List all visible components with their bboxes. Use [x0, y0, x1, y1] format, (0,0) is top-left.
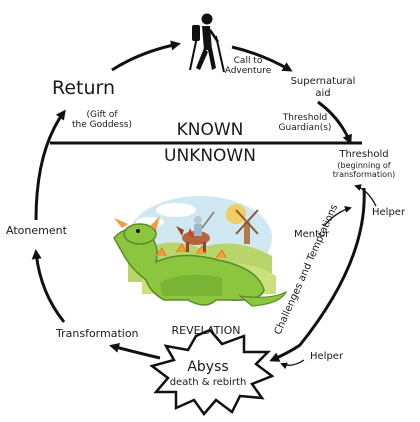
call-label-line1: Call to	[233, 56, 263, 66]
transformation-label: Transformation	[56, 327, 139, 340]
atonement-label: Atonement	[6, 224, 67, 237]
call-to-adventure-label: Call to Adventure	[218, 56, 278, 77]
arc-to-transformation	[109, 343, 161, 360]
gift-label-line1: (Gift of	[86, 110, 118, 120]
helper-bottom-label: Helper	[310, 351, 344, 362]
mentor-label: Mentor	[294, 229, 330, 240]
revelation-label: REVELATION	[171, 324, 241, 337]
unknown-label: UNKNOWN	[164, 146, 256, 166]
threshold-guardians-label: Threshold Guardian(s)	[268, 113, 342, 134]
gift-label: (Gift of the Goddess)	[62, 110, 142, 131]
guardian-label-line2: Guardian(s)	[278, 123, 332, 134]
helper-top-label: Helper	[372, 207, 406, 218]
arc-aid-to-threshold	[317, 100, 352, 145]
guardian-label-line1: Threshold	[282, 113, 328, 123]
aid-label-line2: aid	[315, 87, 331, 99]
arc-call-to-aid	[231, 45, 293, 72]
known-label: KNOWN	[176, 120, 244, 140]
supernatural-aid-label: Supernatural aid	[282, 76, 364, 99]
abyss-label: Abyss	[187, 359, 229, 375]
helper-bottom-arrow	[280, 359, 305, 370]
call-label-line2: Adventure	[224, 66, 272, 77]
mentor-arrow	[323, 206, 352, 227]
threshold-sub-line1: (beginning of	[337, 161, 391, 170]
arc-threshold-down	[269, 187, 366, 362]
aid-label-line1: Supernatural	[290, 76, 356, 87]
abyss-burst	[149, 328, 275, 417]
gift-label-line2: the Goddess)	[72, 120, 132, 131]
threshold-sub-line2: transformation)	[332, 170, 396, 180]
threshold-sub-label: (beginning of transformation)	[318, 161, 410, 179]
return-label: Return	[52, 77, 116, 99]
dragon-knight-illustration	[113, 196, 288, 307]
hiker-icon	[189, 13, 225, 73]
abyss-sub-label: death & rebirth	[169, 377, 247, 388]
helper-top-arrow	[354, 184, 377, 207]
threshold-label: Threshold	[339, 149, 389, 160]
arc-atonement-to-return	[34, 109, 66, 221]
arc-return-to-call	[111, 40, 181, 72]
arc-transformation-to-atonement	[31, 249, 66, 323]
